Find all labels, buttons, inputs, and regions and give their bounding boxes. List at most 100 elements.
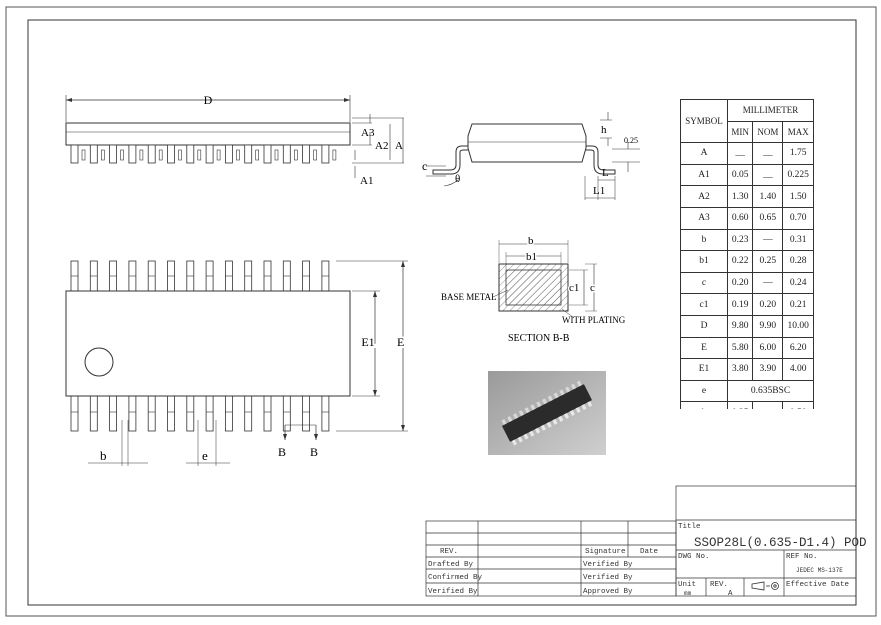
dimension-max: 0.70: [782, 206, 814, 230]
drafted-by-label: Drafted By: [428, 561, 474, 569]
top-view-lead: [244, 144, 253, 164]
dimension-nom: —: [752, 228, 784, 252]
dimension-nom: 0.25: [752, 250, 784, 273]
top-view-lead-back: [255, 149, 259, 161]
dimension-min: 0.05: [726, 163, 754, 187]
pin1-marker: [84, 347, 114, 377]
top-view-lead-back: [178, 149, 182, 161]
dimension-nom: 0.20: [752, 293, 784, 316]
top-view: D A3 A2 A A1: [65, 93, 404, 187]
dimension-symbol: A3: [680, 206, 728, 230]
dimension-max: 0.31: [782, 228, 814, 252]
package-photo: [488, 371, 606, 455]
title-label: Title: [678, 523, 701, 531]
projection-symbol: [751, 581, 779, 591]
dim-h-label: h: [601, 124, 607, 136]
dimension-min: 9.80: [726, 314, 754, 338]
photo-pin: [529, 430, 535, 437]
dimension-symbol: A1: [680, 163, 728, 187]
plan-view-lead: [167, 395, 175, 432]
dimension-nom: 9.90: [752, 314, 784, 338]
dimension-symbol: D: [680, 314, 728, 338]
dimension-min: 0.22: [726, 250, 754, 273]
top-view-lead-back: [158, 149, 163, 161]
plan-view-lead: [128, 395, 137, 432]
dimension-symbol: A: [680, 142, 728, 165]
plan-view-lead: [70, 395, 79, 432]
photo-pin: [517, 436, 523, 443]
section-b-label: b: [528, 235, 534, 247]
photo-pin: [518, 410, 524, 417]
dimension-min: 1.30: [726, 185, 754, 208]
photo-pin: [536, 401, 542, 408]
top-view-lead-back: [101, 149, 105, 161]
dimension-nom: 6.00: [752, 336, 784, 360]
section-marker-left: B: [278, 445, 286, 459]
section-c-label: c: [590, 282, 595, 294]
plan-view-lead: [224, 395, 233, 432]
photo-pin: [570, 383, 577, 390]
dim-theta-label: θ: [455, 173, 460, 185]
unit-label: Unit: [678, 581, 696, 589]
dimension-nom: —: [752, 401, 784, 409]
dimension-symbol: E: [680, 336, 728, 360]
plan-view-lead: [186, 395, 195, 432]
dimension-max: 4.00: [782, 358, 814, 381]
dimension-nom: __: [752, 142, 784, 165]
dim-a3-label: A3: [361, 127, 375, 139]
top-view-lead-back: [120, 149, 124, 161]
dimension-row: h0.25—0.50: [680, 401, 814, 409]
top-view-lead: [147, 144, 156, 164]
photo-pin: [507, 416, 513, 423]
top-view-lead-back: [332, 149, 337, 161]
section-c1-label: c1: [569, 282, 579, 294]
dimension-min: 0.20: [726, 271, 754, 295]
plan-view-lead: [244, 395, 253, 432]
plan-view-lead: [109, 395, 117, 432]
photo-pin: [523, 433, 529, 440]
photo-pin: [581, 404, 587, 411]
photo-pin: [546, 421, 552, 428]
section-title: SECTION B-B: [508, 333, 570, 344]
dimension-max: 0.225: [782, 163, 814, 187]
photo-pin: [575, 407, 581, 413]
plan-view-body: [65, 290, 351, 397]
photo-pin: [535, 427, 541, 434]
dim-l-label: L: [602, 167, 609, 179]
dimension-symbol: b1: [680, 250, 728, 273]
photo-pin: [559, 389, 565, 396]
top-view-lead-back: [81, 149, 86, 161]
top-view-lead-back: [293, 149, 298, 161]
dimension-nom: 0.65: [752, 206, 784, 230]
sig-verified-2-label: Verified By: [583, 574, 633, 582]
dimension-min: 3.80: [726, 358, 754, 381]
plan-view: E1 E b e B B: [65, 260, 408, 466]
photo-pin: [553, 392, 559, 399]
dimension-symbol: e: [680, 379, 728, 403]
dimension-row: A____1.75: [680, 142, 814, 165]
effective-date-label: Effective Date: [786, 581, 849, 589]
dim-e-label: E: [397, 335, 404, 349]
dimension-max: 1.75: [782, 142, 814, 165]
top-view-lead: [321, 144, 330, 164]
dimension-min: 0.23: [726, 228, 754, 252]
date-header: Date: [640, 548, 658, 556]
title-block: [425, 485, 857, 597]
top-view-lead: [186, 144, 195, 164]
top-view-lead: [205, 144, 214, 164]
top-view-lead: [70, 144, 79, 164]
inner-border: [27, 19, 857, 606]
photo-pin: [564, 412, 570, 419]
plan-view-lead: [147, 395, 156, 432]
plan-view-lead: [302, 395, 311, 432]
top-view-lead: [89, 144, 98, 164]
dimension-table-container: SYMBOL MILLIMETER MIN NOM MAX A____1.75A…: [680, 99, 814, 409]
top-view-lead-back: [216, 149, 221, 161]
